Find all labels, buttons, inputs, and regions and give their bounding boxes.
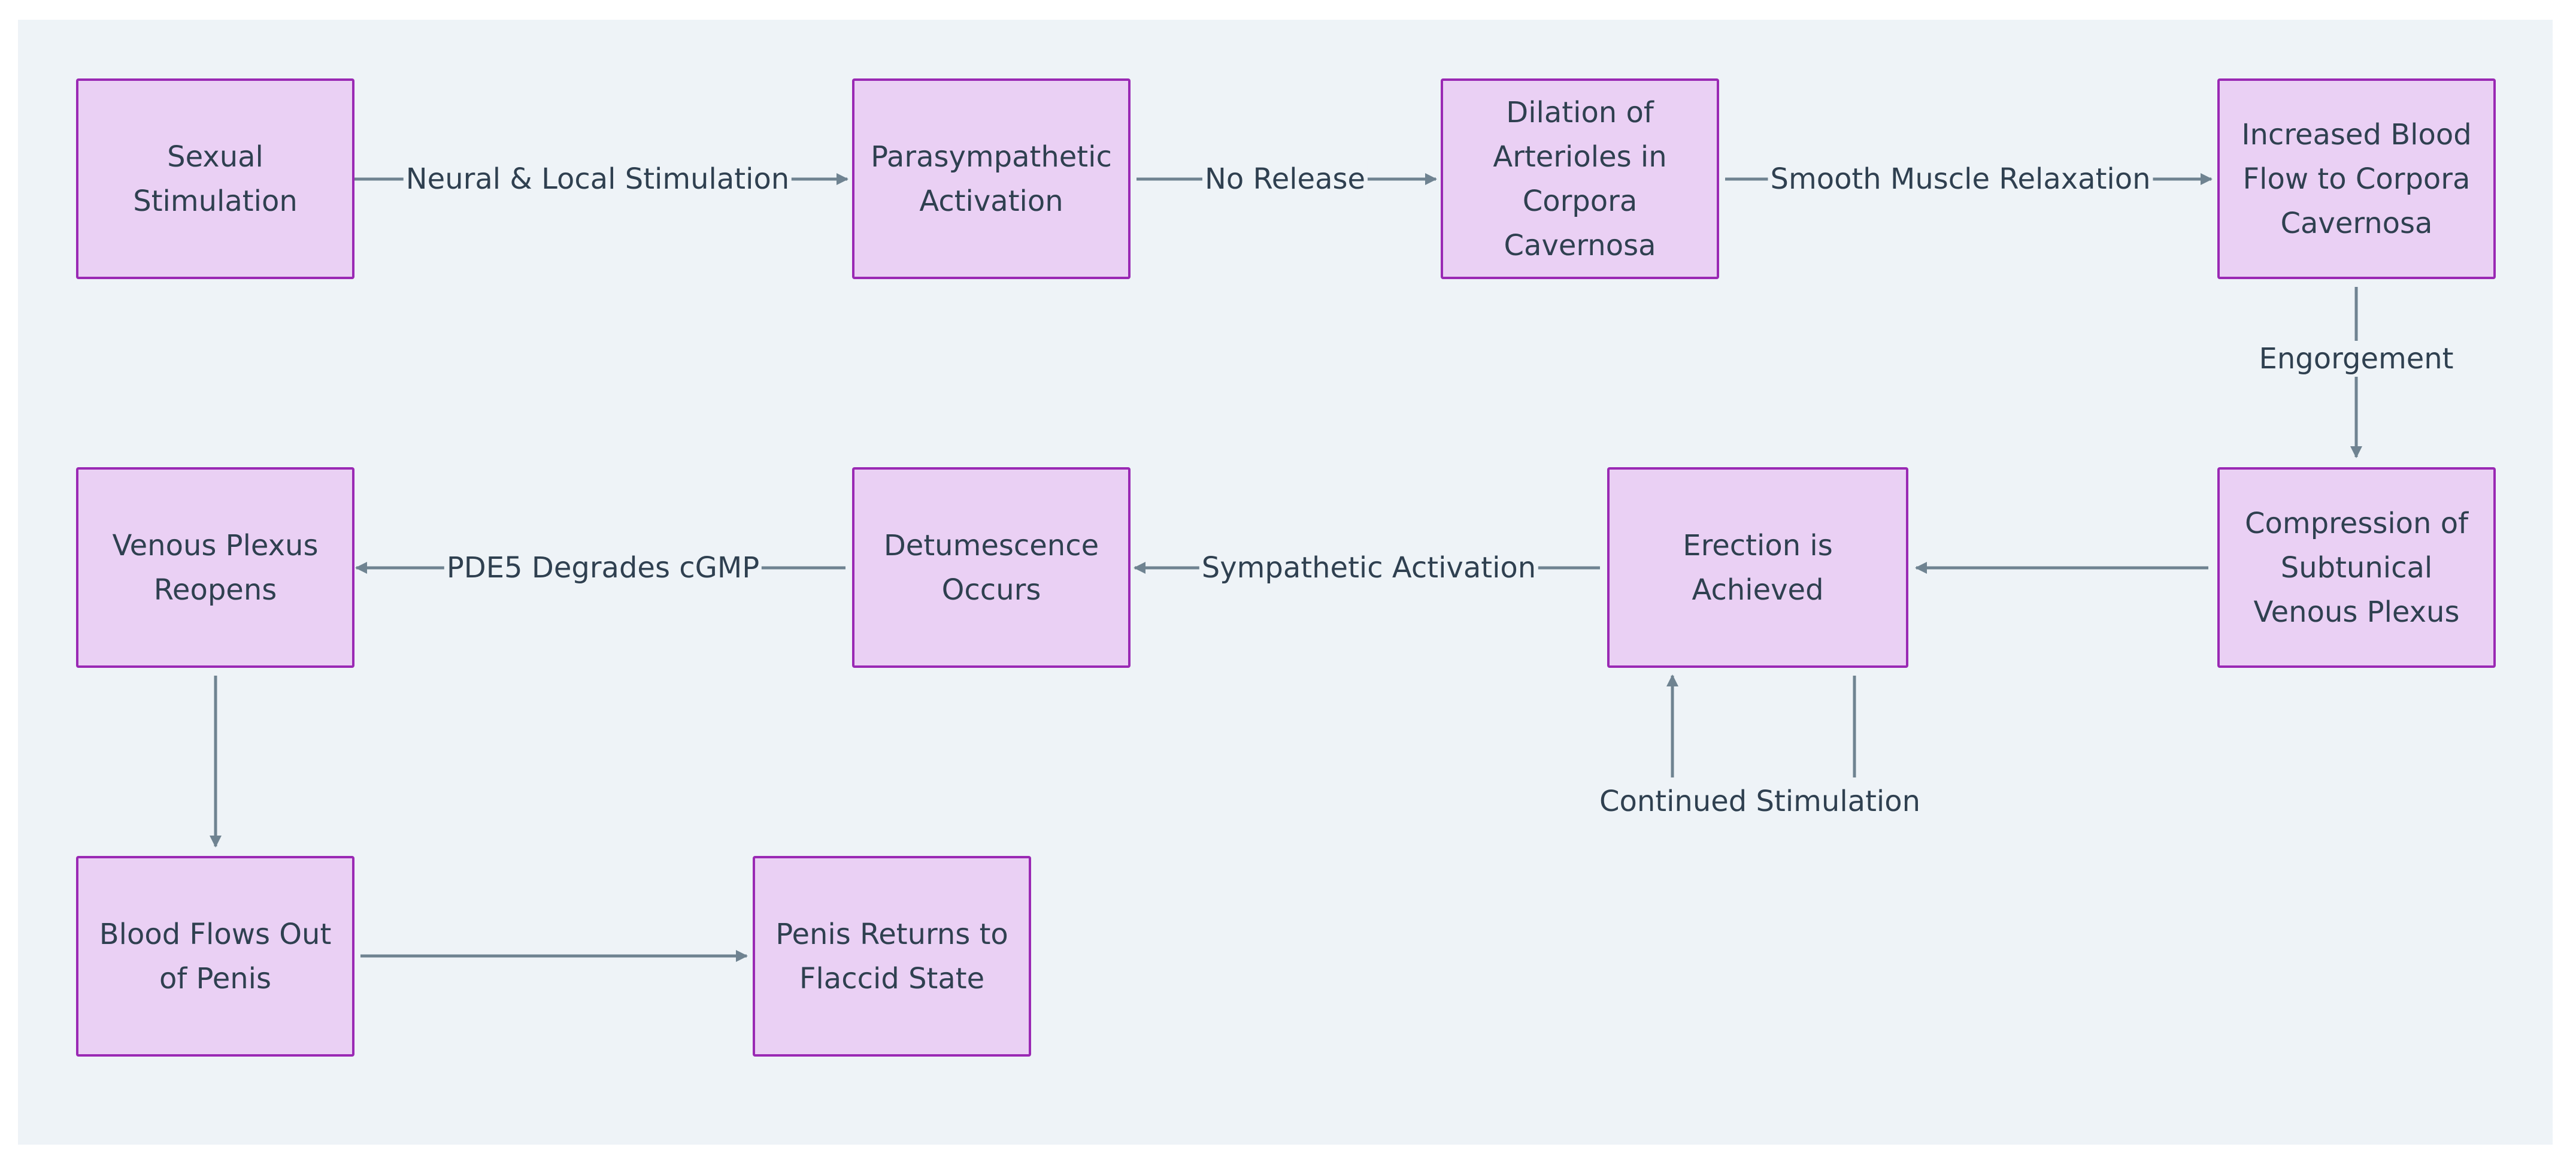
edge-label-smooth-muscle-relaxation: Smooth Muscle Relaxation [1768,161,2153,197]
node-label: Venous Plexus Reopens [112,528,319,607]
node-venous-plexus-reopens: Venous Plexus Reopens [76,467,354,668]
edge-label-neural-local-stimulation: Neural & Local Stimulation [403,161,792,197]
node-compression-of-venous-plexus: Compression of Subtunical Venous Plexus [2217,467,2496,668]
node-flaccid-state: Penis Returns to Flaccid State [753,856,1031,1057]
node-increased-blood-flow: Increased Blood Flow to Corpora Cavernos… [2217,78,2496,279]
edge-label-pde5-degrades-cgmp: PDE5 Degrades cGMP [444,550,762,586]
node-label: Blood Flows Out of Penis [99,917,332,995]
edge-label-sympathetic-activation: Sympathetic Activation [1199,550,1539,586]
node-dilation-of-arterioles: Dilation of Arterioles in Corpora Cavern… [1441,78,1719,279]
node-detumescence: Detumescence Occurs [852,467,1131,668]
node-parasympathetic-activation: Parasympathetic Activation [852,78,1131,279]
node-label: Increased Blood Flow to Corpora Cavernos… [2241,117,2472,240]
node-sexual-stimulation: Sexual Stimulation [76,78,354,279]
node-label: Parasympathetic Activation [871,140,1112,218]
flowchart-canvas: Neural & Local Stimulation No Release Sm… [18,20,2553,1145]
node-label: Dilation of Arterioles in Corpora Cavern… [1493,95,1667,262]
node-erection-achieved: Erection is Achieved [1607,467,1908,668]
edge-label-continued-stimulation: Continued Stimulation [1596,783,1923,819]
node-label: Compression of Subtunical Venous Plexus [2245,506,2468,629]
node-blood-flows-out: Blood Flows Out of Penis [76,856,354,1057]
edge-label-engorgement: Engorgement [2256,341,2456,377]
node-label: Penis Returns to Flaccid State [775,917,1008,995]
node-label: Erection is Achieved [1683,528,1833,607]
node-label: Sexual Stimulation [133,140,298,218]
node-label: Detumescence Occurs [883,528,1099,607]
edge-label-no-release: No Release [1202,161,1368,197]
